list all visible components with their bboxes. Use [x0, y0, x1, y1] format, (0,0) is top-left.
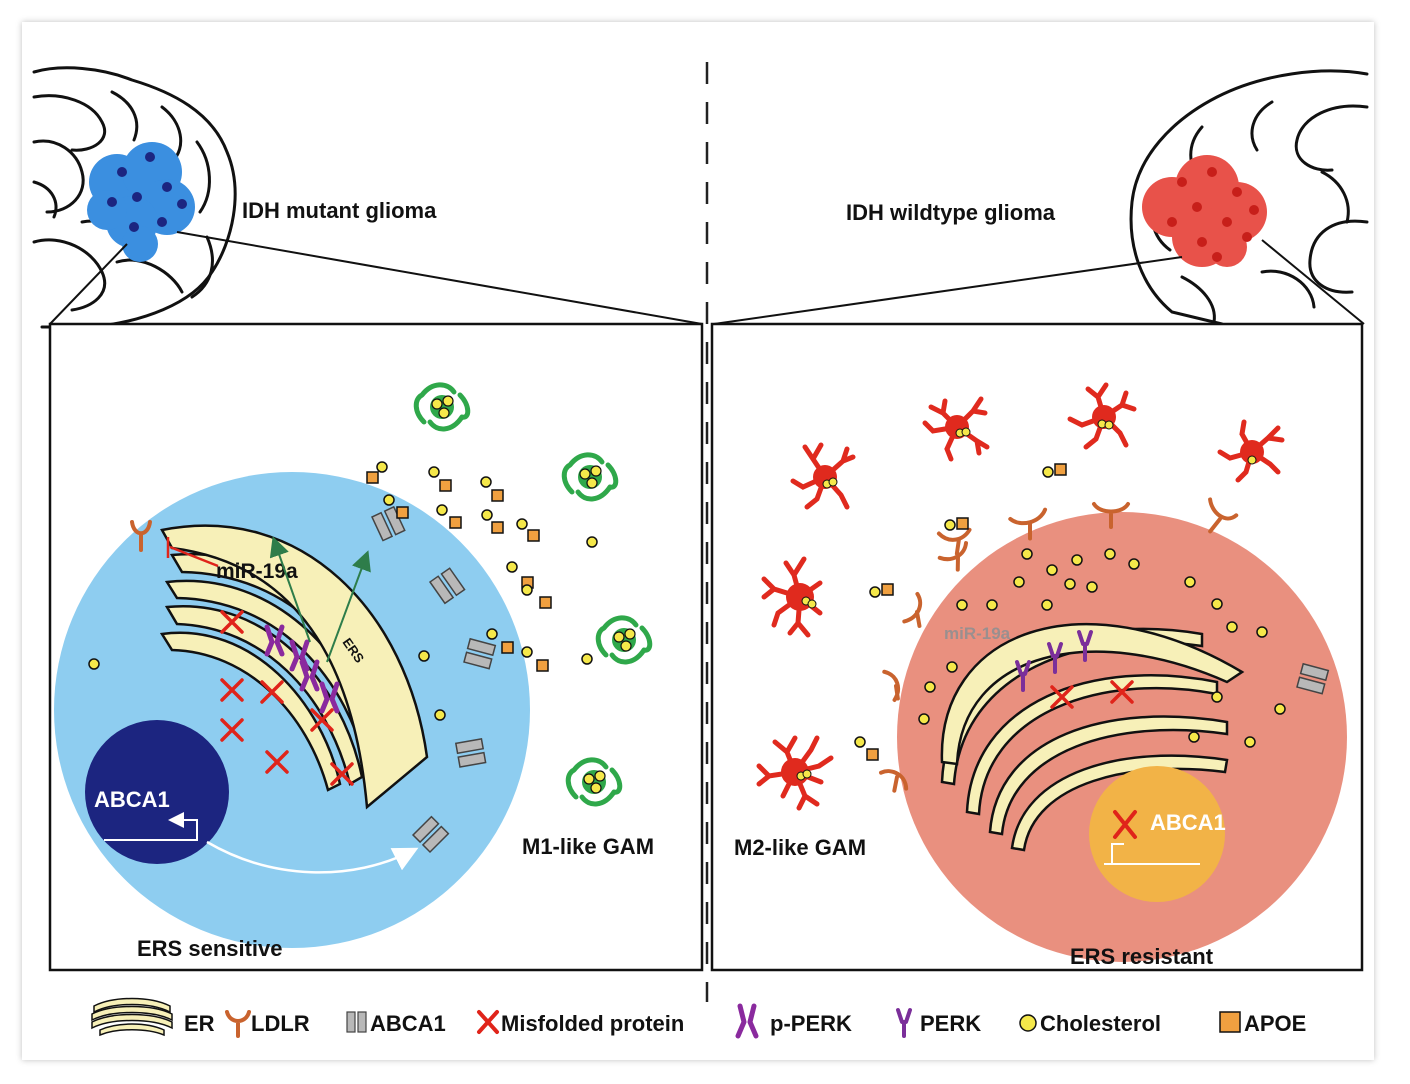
- legend-label-perk: PERK: [920, 1011, 981, 1036]
- left-cholesterol-apoe-group: [88, 461, 598, 721]
- m2-gam-label: M2-like GAM: [734, 835, 866, 860]
- right-ldlr-group: [879, 497, 1239, 793]
- misfolded-protein-icon: [477, 1010, 499, 1034]
- figure-frame: IDH mutant glioma IDH wildtype glioma: [22, 22, 1374, 1060]
- right-perk-group: [1015, 630, 1093, 692]
- apoe-icon: [1219, 1011, 1241, 1033]
- left-er-icon: [159, 524, 429, 810]
- left-ers-arrow: [269, 536, 311, 643]
- left-title: IDH mutant glioma: [242, 198, 437, 223]
- right-zoom-line: [713, 256, 1183, 325]
- left-nucleus-gene: ABCA1: [94, 787, 170, 812]
- perk-icon: [896, 1008, 912, 1038]
- left-zoom-line: [49, 243, 128, 325]
- right-title: IDH wildtype glioma: [846, 200, 1056, 225]
- right-zoom-line: [1261, 239, 1365, 325]
- left-tumor-icon: [87, 142, 195, 262]
- left-misfolded-protein-group: [220, 610, 354, 786]
- left-mirna-inhibition: [166, 537, 219, 568]
- right-abca1-group: [1296, 662, 1330, 695]
- legend-label-er: ER: [184, 1011, 215, 1036]
- left-cell-state: ERS sensitive: [137, 936, 283, 961]
- left-ldlr-icon: [130, 520, 152, 552]
- right-nucleus-gene: ABCA1: [1150, 810, 1226, 835]
- m1-gam-label: M1-like GAM: [522, 834, 654, 859]
- m1-gam-group: [413, 382, 653, 807]
- legend-label-p-perk: p-PERK: [770, 1011, 852, 1036]
- left-brain-icon: [32, 66, 237, 329]
- right-cholesterol-group: [918, 548, 1286, 748]
- right-apoe-group: [854, 463, 1067, 761]
- diagram-canvas: IDH mutant glioma IDH wildtype glioma: [32, 62, 1369, 1039]
- left-promoter-icon: [104, 812, 198, 841]
- cholesterol-icon: [1019, 1014, 1037, 1032]
- right-er-icon: [940, 623, 1245, 852]
- left-zoom-line: [176, 231, 703, 325]
- right-mirna-label: miR-19a: [944, 624, 1011, 643]
- left-abca1-group: [371, 505, 497, 854]
- left-mirna-label: miR-19a: [216, 560, 298, 583]
- legend-label-misfolded-protein: Misfolded protein: [501, 1011, 684, 1036]
- m2-gam-group: [756, 382, 1285, 811]
- left-ers-arrow: [326, 550, 371, 663]
- left-nucleus: [85, 720, 229, 864]
- legend-label-apoe: APOE: [1244, 1011, 1306, 1036]
- left-export-arrow: [206, 840, 419, 874]
- right-nucleus: [1089, 766, 1225, 902]
- legend-label-ldlr: LDLR: [251, 1011, 310, 1036]
- left-p-perk-group: [264, 624, 340, 714]
- right-misfolded-protein-group: [1050, 680, 1134, 709]
- abca1-icon: [346, 1011, 367, 1033]
- legend-label-cholesterol: Cholesterol: [1040, 1011, 1161, 1036]
- legend: ER LDLR ABCA1 Misfolded protein p-PERK P…: [91, 997, 1306, 1039]
- right-tumor-icon: [1142, 155, 1267, 267]
- right-cell-state: ERS resistant: [1070, 944, 1214, 969]
- right-blocked-transcription-icon: [1113, 810, 1137, 839]
- legend-label-abca1: ABCA1: [370, 1011, 446, 1036]
- ldlr-icon: [225, 1010, 251, 1038]
- right-promoter-icon: [1104, 843, 1200, 865]
- p-perk-icon: [735, 1003, 759, 1039]
- er-icon: [91, 997, 173, 1037]
